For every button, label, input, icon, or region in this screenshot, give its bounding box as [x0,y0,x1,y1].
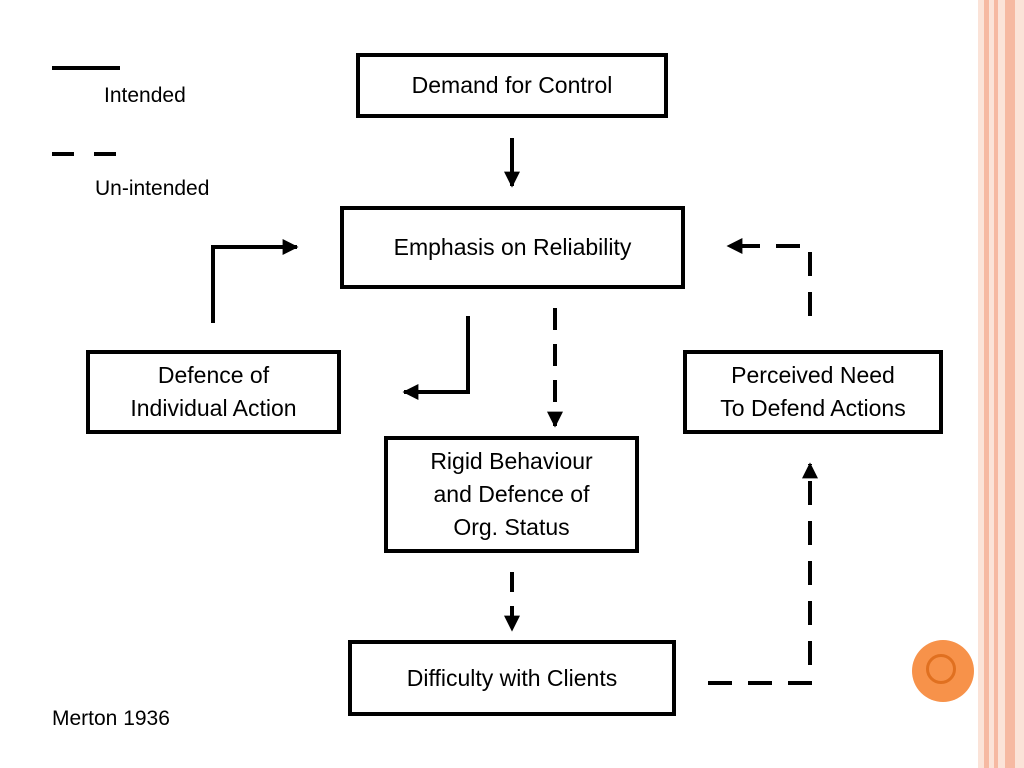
arrow-difficulty-to-perceived [708,462,818,685]
decor-stripe [994,0,998,768]
decor-stripe [1005,0,1015,768]
box-difficulty-with-clients: Difficulty with Clients [348,640,676,716]
box-emphasis-on-reliability: Emphasis on Reliability [340,206,685,289]
arrow-emphasis-to-defence [402,316,470,400]
circle-nav-icon-ring [926,654,956,684]
legend-intended-label: Intended [104,84,186,107]
citation: Merton 1936 [52,707,170,730]
box-rigid-behaviour: Rigid Behaviour and Defence of Org. Stat… [384,436,639,553]
circle-nav-icon[interactable] [912,640,974,702]
decor-stripe [984,0,989,768]
arrow-perceived-to-emphasis [726,238,812,316]
box-demand-for-control: Demand for Control [356,53,668,118]
arrow-defence-to-emphasis [211,239,299,323]
box-perceived-need: Perceived Need To Defend Actions [683,350,943,434]
legend-unintended-label: Un-intended [95,177,210,200]
box-defence-of-individual-action: Defence of Individual Action [86,350,341,434]
